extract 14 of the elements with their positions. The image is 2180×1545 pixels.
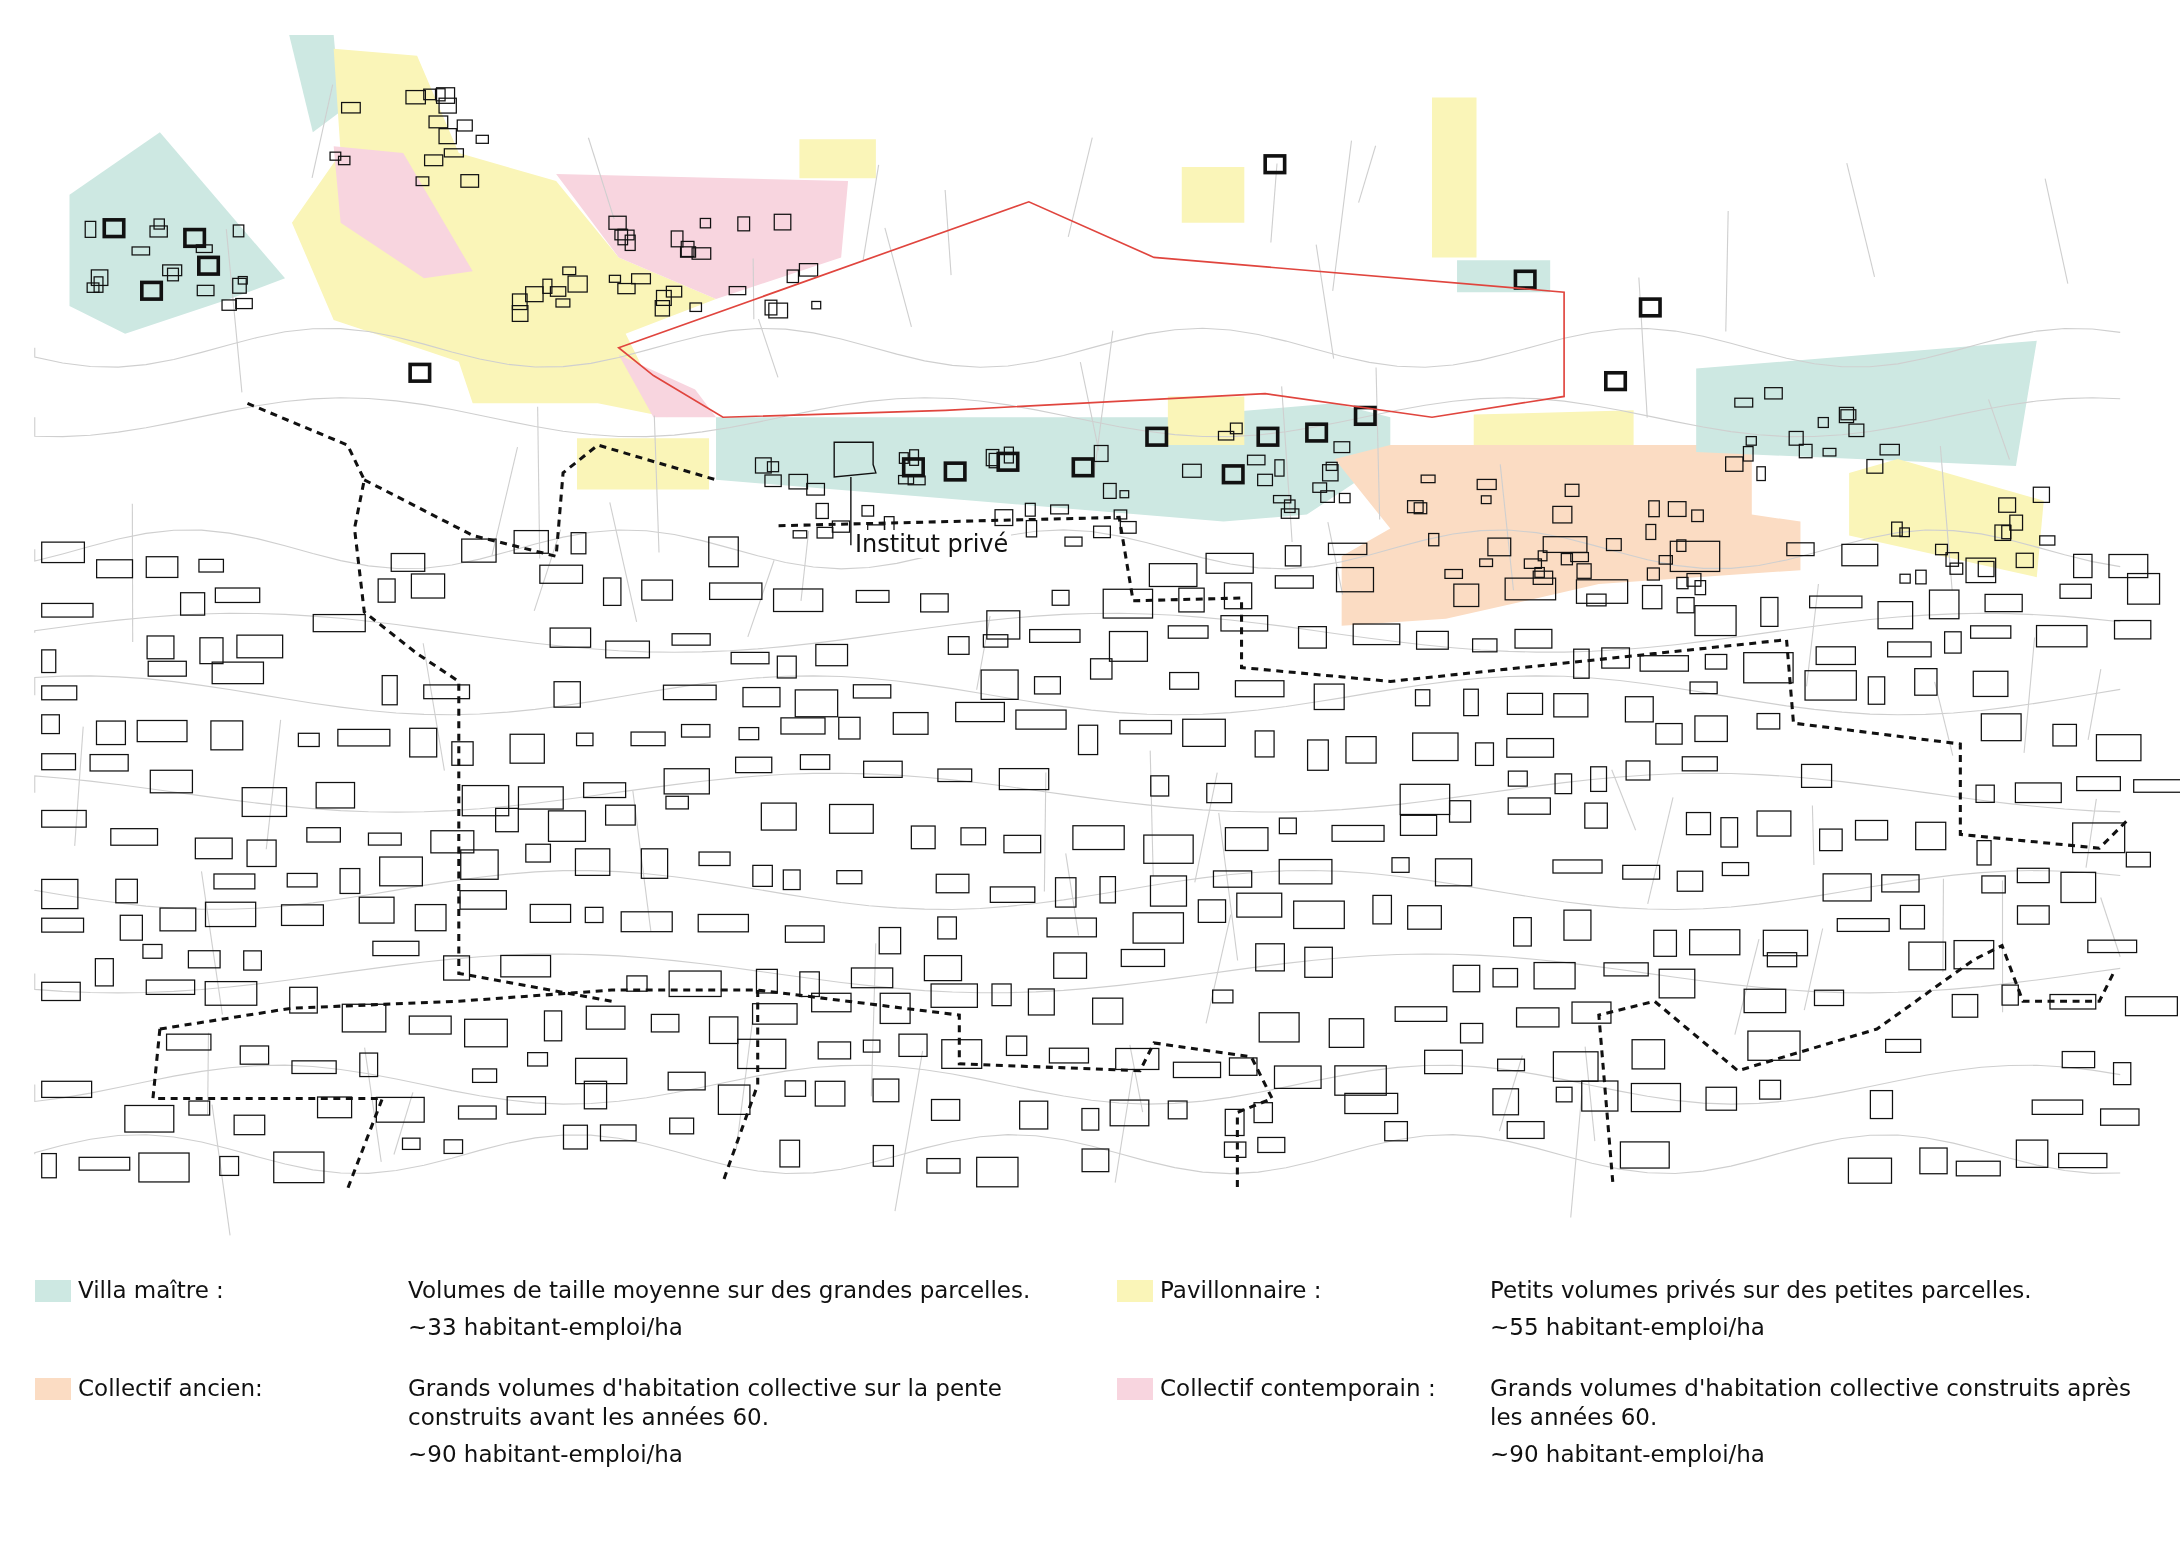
legend-label: Collectif ancien: — [78, 1374, 263, 1403]
legend-description: Grands volumes d'habitation collective sur la pente construits avant les années 60. — [408, 1374, 1003, 1432]
density-value: ~55 habitant-emploi/ha — [1490, 1313, 1765, 1342]
legend-label: Pavillonnaire : — [1160, 1276, 1322, 1305]
building-outline — [833, 441, 877, 478]
legend-label: Villa maître : — [78, 1276, 224, 1305]
density-value: ~90 habitant-emploi/ha — [408, 1440, 683, 1469]
legend-description: Petits volumes privés sur des petites parcelles. — [1490, 1276, 2033, 1305]
leader-line — [850, 476, 852, 546]
legend-description: Volumes de taille moyenne sur des grandes parcelles. — [408, 1276, 1032, 1305]
legend-description: Grands volumes d'habitation collective construits après les années 60. — [1490, 1374, 2132, 1432]
legend-label: Collectif contemporain : — [1160, 1374, 1436, 1403]
density-value: ~33 habitant-emploi/ha — [408, 1313, 683, 1342]
density-value: ~90 habitant-emploi/ha — [1490, 1440, 1765, 1469]
